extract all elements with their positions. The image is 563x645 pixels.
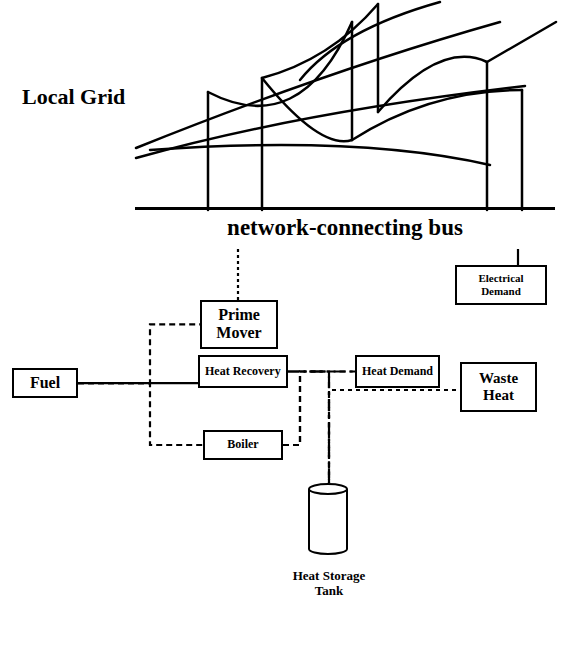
tank-cylinder bbox=[283, 483, 373, 557]
node-label: Heat Recovery bbox=[205, 365, 281, 379]
flow-connector bbox=[283, 372, 329, 484]
source-box: Fuel bbox=[12, 368, 78, 398]
node-label: Boiler bbox=[227, 438, 258, 452]
demand-box: Electrical Demand bbox=[455, 265, 547, 305]
node-label: network-connecting bus bbox=[227, 215, 463, 241]
power-line bbox=[352, 90, 522, 140]
power-line bbox=[300, 2, 440, 80]
flow-connector bbox=[288, 372, 329, 484]
demand-box: Heat Demand bbox=[355, 355, 440, 388]
power-line bbox=[136, 22, 500, 148]
flow-connector bbox=[329, 390, 460, 483]
flow-connector bbox=[517, 249, 519, 265]
power-line bbox=[150, 145, 490, 165]
power-line bbox=[208, 22, 352, 106]
process-box: Heat Recovery bbox=[198, 355, 288, 388]
power-line bbox=[262, 78, 352, 141]
flow-connector bbox=[237, 249, 239, 300]
node-label: Heat Demand bbox=[362, 365, 433, 379]
flow-connector bbox=[283, 372, 355, 446]
power-line bbox=[262, 4, 378, 78]
node-caption: Heat Storage Tank bbox=[288, 569, 370, 599]
utility-pole bbox=[486, 62, 489, 210]
node-label: Waste Heat bbox=[467, 370, 530, 405]
storage-tank: Heat Storage Tank bbox=[283, 483, 375, 599]
network-bus: network-connecting bus bbox=[135, 207, 555, 249]
process-box: Boiler bbox=[203, 430, 283, 460]
figure-label: Local Grid bbox=[22, 84, 125, 110]
utility-pole bbox=[351, 22, 354, 140]
sink-box: Waste Heat bbox=[460, 362, 537, 412]
flow-connector bbox=[78, 324, 200, 383]
node-label: Fuel bbox=[30, 374, 60, 392]
flow-connector bbox=[78, 383, 203, 445]
utility-pole bbox=[207, 92, 210, 210]
tank-lid bbox=[309, 484, 347, 494]
power-line bbox=[487, 22, 556, 62]
node-label: Electrical Demand bbox=[462, 272, 540, 297]
node-label: Prime Mover bbox=[207, 306, 271, 343]
process-box: Prime Mover bbox=[200, 300, 278, 349]
utility-pole bbox=[521, 90, 524, 210]
tank-body bbox=[309, 489, 347, 554]
